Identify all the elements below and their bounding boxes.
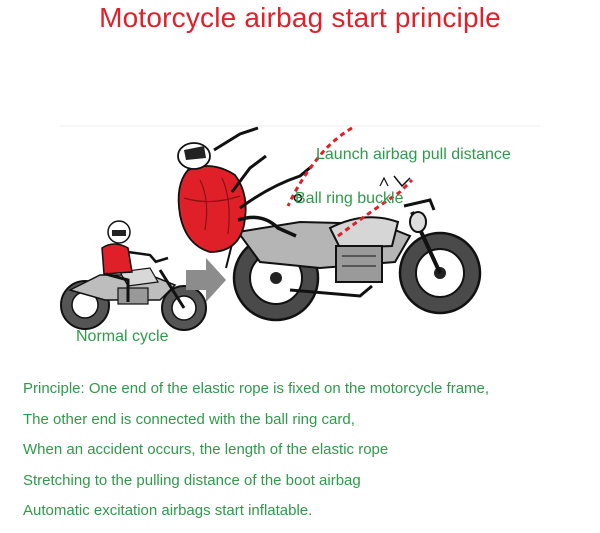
label-normal-cycle: Normal cycle	[76, 328, 169, 345]
elastic-rope-frame	[337, 178, 414, 238]
principle-text-block: Principle: One end of the elastic rope i…	[23, 380, 489, 533]
label-launch-airbag-pull-distance: Launch airbag pull distance	[316, 146, 511, 163]
small-rider-leg	[105, 272, 130, 302]
big-exhaust	[289, 284, 373, 298]
ball-ring-buckle-icon	[393, 175, 411, 188]
big-fuel-tank	[328, 216, 400, 250]
small-rider-arm	[127, 250, 157, 263]
label-ball-ring-buckle: Ball ring buckle	[295, 190, 404, 207]
small-rider-airbag-vest	[101, 243, 133, 275]
elastic-rope-launch	[286, 126, 353, 207]
small-fork	[158, 269, 186, 309]
inflated-airbag-vest	[177, 165, 247, 253]
ejected-rider-arm-forward	[230, 154, 267, 193]
ball-ring-icon	[293, 193, 303, 203]
principle-line: Principle: One end of the elastic rope i…	[23, 380, 490, 397]
small-rider	[101, 220, 157, 302]
small-motorcycle	[60, 256, 207, 331]
principle-line: The other end is connected with the ball…	[23, 410, 355, 428]
ejected-rider	[177, 126, 313, 253]
big-headlight	[409, 211, 427, 233]
page-title: Motorcycle airbag start principle	[99, 2, 501, 33]
principle-line: Stretching to the pulling distance of th…	[23, 471, 361, 489]
ejected-rider-leg-raised	[239, 164, 313, 210]
ejected-rider-leg	[237, 215, 297, 238]
principle-line: Automatic excitation airbags start infla…	[23, 502, 313, 519]
big-handlebar	[403, 198, 436, 211]
small-engine	[117, 287, 149, 305]
big-motorcycle	[225, 198, 482, 322]
small-handlebar	[154, 256, 169, 264]
principle-line: When an accident occurs, the length of t…	[23, 441, 389, 458]
big-engine	[335, 245, 383, 283]
transition-arrow	[186, 258, 226, 302]
ejected-rider-arm-up	[213, 126, 259, 152]
